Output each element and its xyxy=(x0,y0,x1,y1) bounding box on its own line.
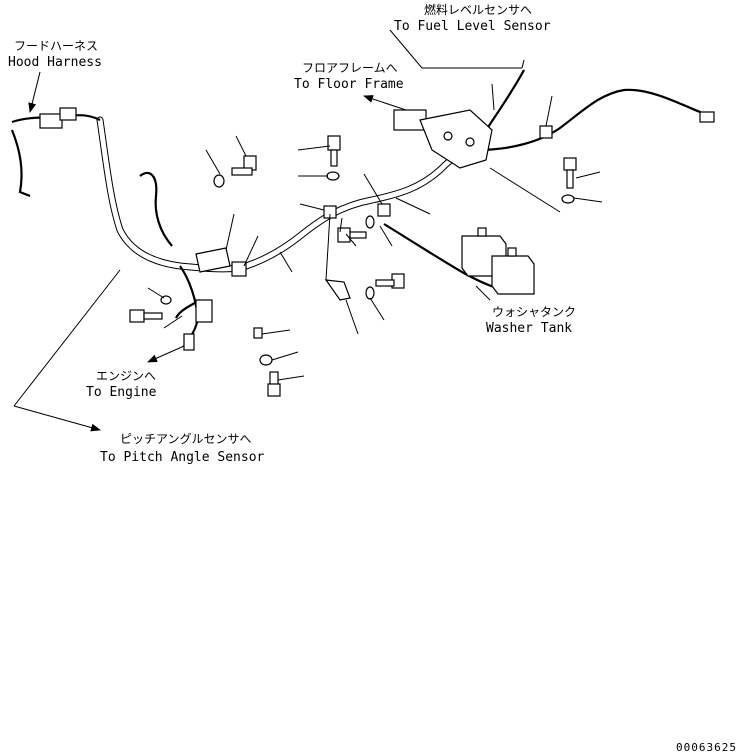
washer-3 xyxy=(365,215,375,229)
washer-tank-label: ウォシャタンク Washer Tank xyxy=(486,305,576,336)
pitch-angle-en: To Pitch Angle Sensor xyxy=(100,450,265,465)
bolt-4 xyxy=(375,273,405,289)
engine-jp: エンジンへ xyxy=(96,369,156,383)
washer-tank xyxy=(461,227,535,295)
bolt-1 xyxy=(231,155,257,176)
floor-frame-jp: フロアフレームへ xyxy=(302,61,398,75)
washer-2 xyxy=(326,171,340,181)
washer-cap-1 xyxy=(477,227,487,237)
nut-1 xyxy=(253,327,263,339)
washer-1 xyxy=(213,174,225,188)
leader-arrows xyxy=(13,29,525,432)
fuel-level-jp: 燃料レベルセンサへ xyxy=(424,2,532,17)
washer-tank-jp: ウォシャタンク xyxy=(492,305,576,319)
bolt-5 xyxy=(129,309,163,323)
lower-bracket xyxy=(195,247,231,273)
pitch-angle-label: ピッチアングルセンサへ To Pitch Angle Sensor xyxy=(100,432,265,465)
floor-bracket xyxy=(324,279,351,301)
bolt-2 xyxy=(327,135,341,167)
washer-tank-body-2 xyxy=(491,255,535,295)
hood-harness-arrow xyxy=(28,71,41,113)
washer-tank-en: Washer Tank xyxy=(486,321,572,336)
hood-connector-2 xyxy=(59,107,77,121)
hood-connector xyxy=(39,113,63,129)
washer-cap-2 xyxy=(507,247,517,257)
hood-harness-label: フードハーネス Hood Harness xyxy=(8,39,102,70)
upper-bracket xyxy=(419,109,493,169)
brackets xyxy=(195,109,493,301)
floor-frame-arrow xyxy=(363,95,413,113)
washer-6 xyxy=(561,194,575,204)
engine-en: To Engine xyxy=(86,385,157,400)
bracket-hole-2 xyxy=(465,137,475,147)
washer-tank-leader xyxy=(475,285,491,301)
clamp-3 xyxy=(377,203,391,217)
part-leaders xyxy=(147,83,603,381)
bolt-7 xyxy=(267,371,281,397)
main-harness xyxy=(10,69,713,347)
fuel-level-en: To Fuel Level Sensor xyxy=(394,19,551,34)
clamp-1 xyxy=(231,261,247,277)
washer-4 xyxy=(365,286,375,300)
hood-harness-en: Hood Harness xyxy=(8,55,102,70)
floor-frame-en: To Floor Frame xyxy=(294,77,404,92)
fuel-level-leader-1 xyxy=(389,29,423,69)
floor-frame-label: フロアフレームへ To Floor Frame xyxy=(294,61,404,92)
drawing-code: 00063625 xyxy=(676,741,737,754)
bracket-hole-1 xyxy=(443,131,453,141)
pitch-angle-jp: ピッチアングルセンサへ xyxy=(120,432,252,446)
bolt-6 xyxy=(563,157,577,189)
hood-harness-jp: フードハーネス xyxy=(14,39,98,53)
connectors xyxy=(39,107,715,351)
pitch-leader-2 xyxy=(13,405,101,432)
engine-plug xyxy=(183,333,195,351)
engine-arrow xyxy=(147,345,185,363)
fuel-sensor-connector xyxy=(539,125,553,139)
fuel-level-leader-3 xyxy=(521,59,525,69)
engine-label: エンジンへ To Engine xyxy=(86,369,157,400)
pitch-leader-1 xyxy=(13,269,121,407)
bolt-3 xyxy=(337,227,367,243)
fuel-level-label: 燃料レベルセンサへ To Fuel Level Sensor xyxy=(394,2,551,34)
washer-7 xyxy=(259,354,273,366)
engine-connector xyxy=(195,299,213,323)
sensor-end-connector xyxy=(699,111,715,123)
